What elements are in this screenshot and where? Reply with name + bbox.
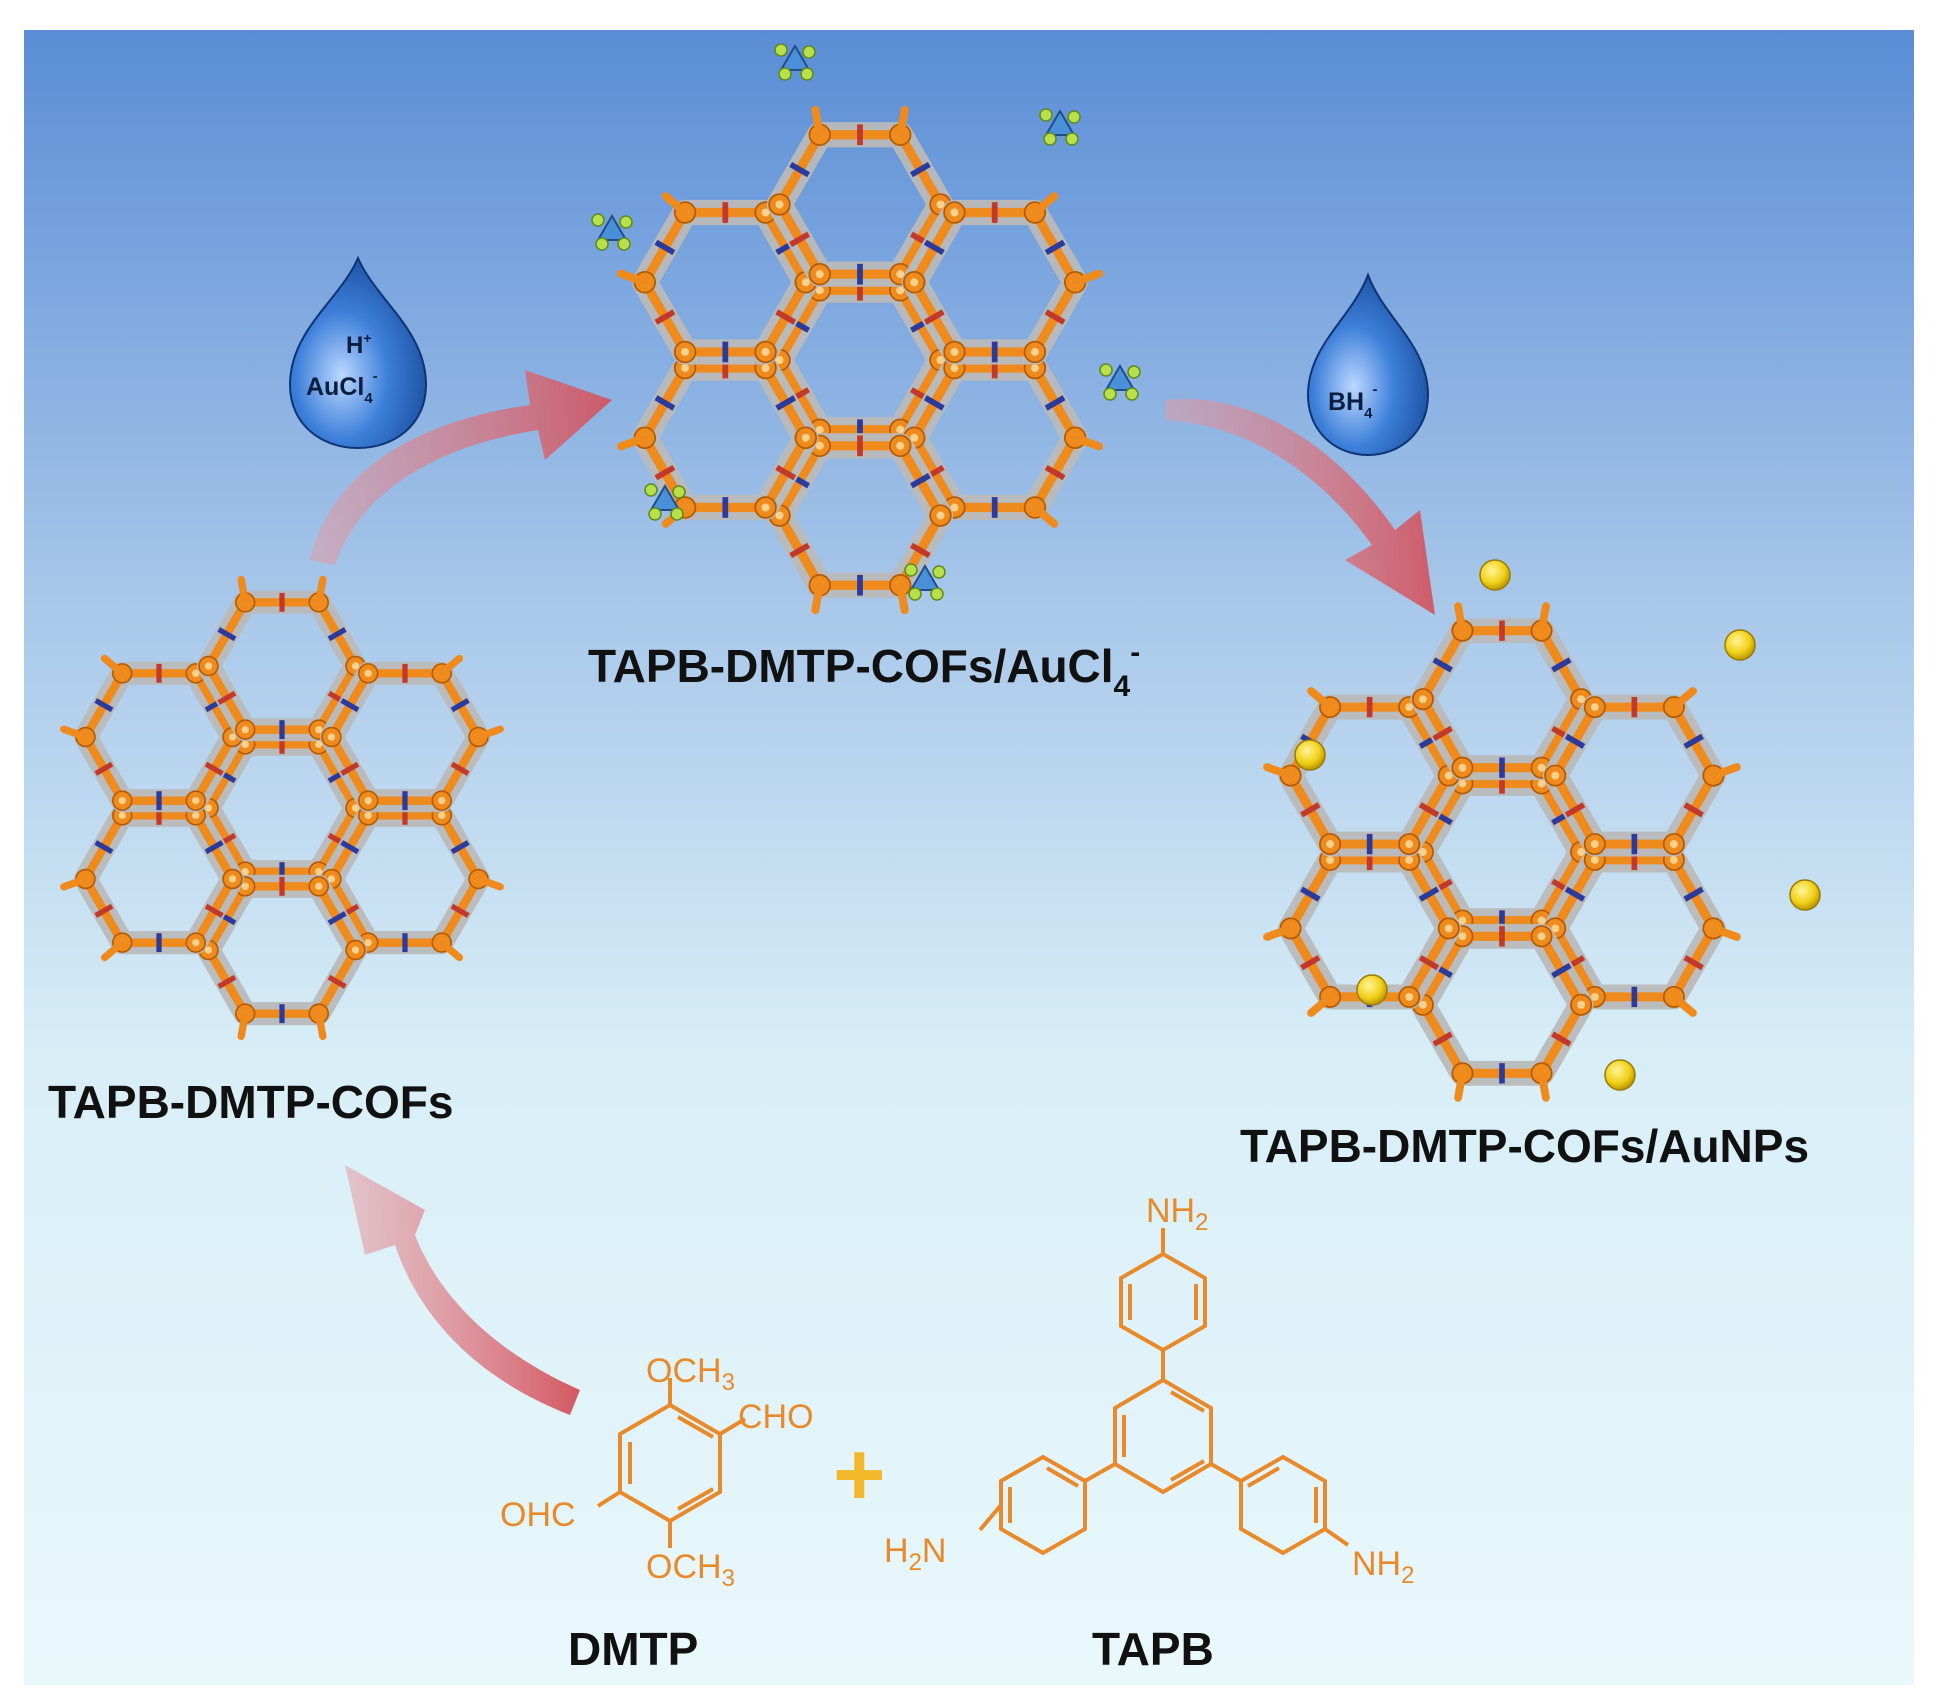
aucl4-cluster — [1039, 108, 1081, 146]
label-cof-aunps: TAPB-DMTP-COFs/AuNPs — [1240, 1120, 1809, 1172]
gold-nanoparticles — [1294, 559, 1821, 1091]
aucl4-cluster — [591, 213, 633, 251]
reagent-droplet-h-aucl4: H+ AuCl4- — [288, 255, 428, 450]
plus-sign: + — [833, 1425, 886, 1525]
cof-framework — [60, 575, 504, 1041]
dmtp-ohc: OHC — [500, 1496, 576, 1534]
aucl4-cluster — [644, 483, 686, 521]
gold-nanoparticle — [1604, 1059, 1636, 1091]
reagent-droplet-bh4: BH4- — [1306, 272, 1430, 457]
dmtp-och3-bottom: OCH3 — [646, 1548, 735, 1592]
arrow-step1 — [310, 370, 612, 565]
aucl4-cluster — [904, 563, 946, 601]
gold-nanoparticle — [1294, 739, 1326, 771]
dmtp-och3-top: OCH3 — [646, 1352, 735, 1396]
tapb-structure — [978, 1228, 1350, 1556]
tapb-h2n-left: H2N — [884, 1532, 946, 1576]
svg-text:H+: H+ — [346, 330, 372, 359]
gold-nanoparticle — [1724, 629, 1756, 661]
gold-nanoparticle — [1356, 974, 1388, 1006]
dmtp-structure — [596, 1378, 747, 1548]
svg-text:BH4-: BH4- — [1328, 381, 1377, 422]
label-tapb: TAPB — [1092, 1623, 1214, 1675]
cof-aunps-framework — [1263, 602, 1741, 1102]
aucl4-cluster — [1099, 363, 1141, 401]
arrow-synthesis — [345, 1165, 580, 1415]
dmtp-cho: CHO — [738, 1398, 814, 1436]
label-dmtp: DMTP — [568, 1623, 698, 1675]
aucl4-clusters — [591, 43, 1141, 601]
arrow-step2 — [1165, 398, 1435, 615]
gold-nanoparticle — [1789, 879, 1821, 911]
label-cof-aucl4: TAPB-DMTP-COFs/AuCl4- — [588, 636, 1140, 703]
cof-aucl4-framework — [616, 105, 1104, 615]
svg-text:AuCl4-: AuCl4- — [306, 368, 378, 407]
tapb-nh2-top: NH2 — [1146, 1192, 1208, 1236]
label-cof: TAPB-DMTP-COFs — [48, 1076, 453, 1128]
gold-nanoparticle — [1479, 559, 1511, 591]
tapb-nh2-right: NH2 — [1352, 1545, 1414, 1589]
aucl4-cluster — [774, 43, 816, 81]
